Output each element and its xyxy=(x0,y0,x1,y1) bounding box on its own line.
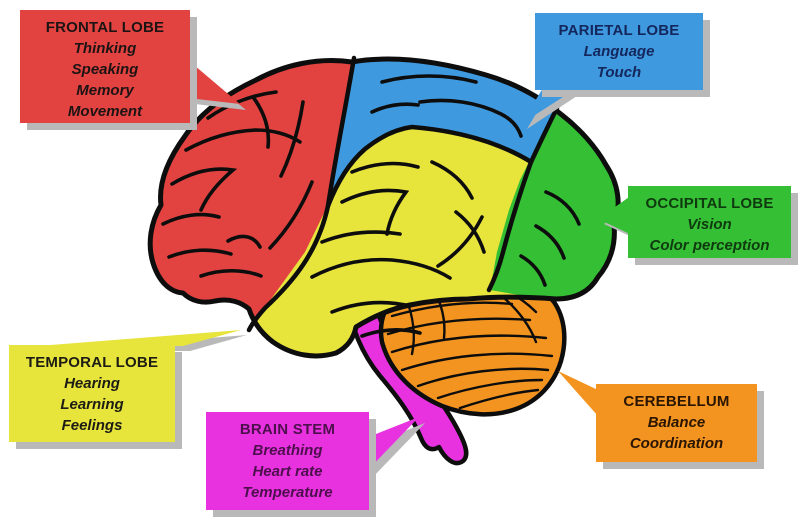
lobe-boundaries xyxy=(246,55,560,333)
callout-temporal-lobe: TEMPORAL LOBE Hearing Learning Feelings xyxy=(9,345,175,442)
callout-function: Thinking xyxy=(73,40,137,57)
callout-function: Speaking xyxy=(71,61,139,78)
callout-title: BRAIN STEM xyxy=(239,421,336,438)
callout-function: Feelings xyxy=(61,417,123,434)
frontal-sulci xyxy=(161,90,314,278)
parietal-sulci xyxy=(370,74,523,138)
callout-function: Temperature xyxy=(242,484,333,501)
callout-title: FRONTAL LOBE xyxy=(45,19,165,36)
frontal-tail xyxy=(188,60,240,104)
callout-tails xyxy=(38,60,638,478)
parietal-tail-shadow xyxy=(527,92,583,129)
occipital-sulci xyxy=(519,190,581,287)
callout-function: Balance xyxy=(647,414,706,431)
callout-parietal-lobe: PARIETAL LOBE Language Touch xyxy=(535,13,703,90)
cerebellum-tail xyxy=(558,371,598,416)
callout-function: Learning xyxy=(60,396,124,413)
callout-function: Breathing xyxy=(252,442,323,459)
callout-function: Color perception xyxy=(649,237,770,254)
cerebrum-outline xyxy=(147,56,621,359)
occipital-lobe-region xyxy=(490,106,619,300)
callout-frontal-lobe: FRONTAL LOBE Thinking Speaking Memory Mo… xyxy=(20,10,190,123)
callout-title: PARIETAL LOBE xyxy=(558,22,680,39)
callout-function: Coordination xyxy=(629,435,724,452)
callout-function: Heart rate xyxy=(252,463,323,480)
callout-occipital-lobe: OCCIPITAL LOBE Vision Color perception xyxy=(628,186,791,258)
callout-function: Touch xyxy=(596,64,642,81)
callout-title: CEREBELLUM xyxy=(623,393,730,410)
callout-title: OCCIPITAL LOBE xyxy=(645,195,774,212)
callout-function: Hearing xyxy=(64,375,120,392)
callout-cerebellum: CEREBELLUM Balance Coordination xyxy=(596,384,757,462)
callout-title: TEMPORAL LOBE xyxy=(25,354,159,371)
callout-function: Language xyxy=(583,43,655,60)
parietal-tail xyxy=(521,88,577,124)
temporal-sulci xyxy=(310,160,486,338)
callout-function: Vision xyxy=(687,216,732,233)
brainstem-tail xyxy=(366,417,419,472)
callout-brain-stem: BRAIN STEM Breathing Heart rate Temperat… xyxy=(206,412,369,510)
callout-function: Movement xyxy=(67,103,143,120)
callout-function: Memory xyxy=(76,82,134,99)
brainstem-tail-shadow xyxy=(372,423,425,478)
temporal-tail xyxy=(38,330,241,346)
occipital-tail xyxy=(598,195,632,235)
